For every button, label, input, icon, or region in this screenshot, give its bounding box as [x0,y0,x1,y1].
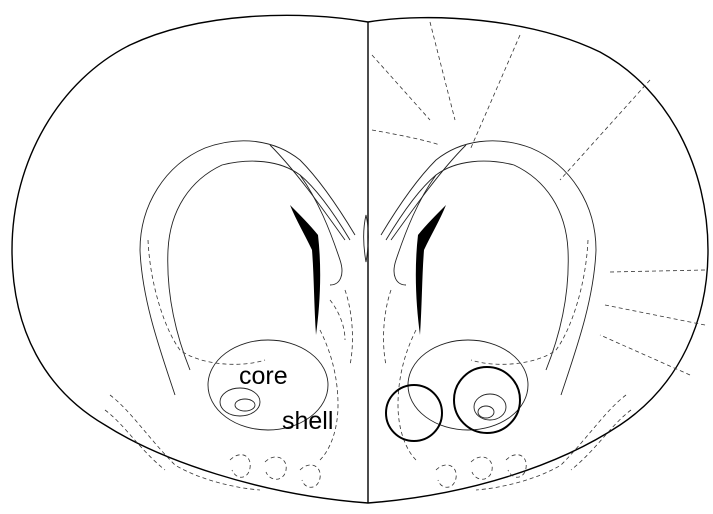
left-ventricle [290,205,320,335]
core-injection-marker [454,367,520,433]
right-dashed-boundary-5 [384,290,391,365]
right-dashed-boundary-3 [476,395,626,490]
right-ventricle [416,205,446,335]
brain-outline [12,15,708,503]
right-cortex-dashed-8 [372,130,440,145]
right-dashed-boundary-1 [471,240,588,364]
right-cortex-dashed-5 [610,270,705,272]
core-label: core [239,364,288,389]
left-accumbens-island-inner [235,399,255,411]
left-dashed-boundary-5 [345,290,352,365]
right-cortex-dashed-4 [560,80,650,180]
right-dashed-boundary-4 [571,410,631,470]
shell-injection-marker [386,385,442,441]
left-dashed-boundary-4 [105,410,165,470]
right-ventral-loops [436,455,526,488]
left-white-matter-inner [168,161,350,370]
right-accumbens-island-inner [478,406,494,418]
right-cortex-dashed-2 [372,55,430,120]
right-white-matter [381,141,596,395]
left-white-matter [140,141,355,395]
right-cortex-dashed-3 [470,35,520,150]
right-cortex-dashed-6 [605,305,705,325]
right-white-matter-inner [386,161,568,370]
right-accumbens-region [408,340,528,430]
right-cortex-dashed-1 [430,22,455,120]
shell-label: shell [282,409,333,434]
left-dashed-boundary-2 [320,330,338,460]
right-cortex-dashed-7 [600,335,690,375]
left-dashed-boundary-6 [330,300,345,340]
left-dashed-boundary-1 [148,240,265,364]
